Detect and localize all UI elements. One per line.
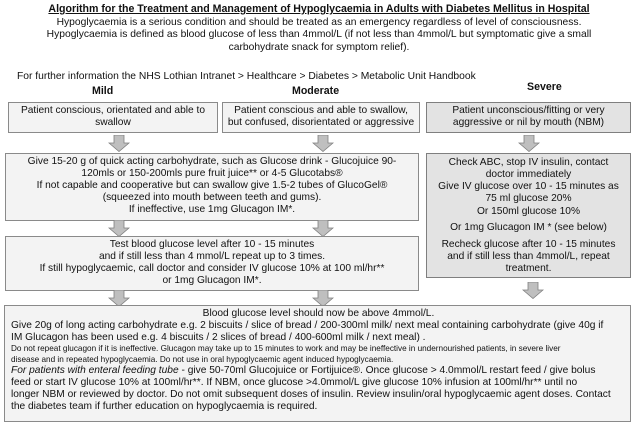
- box-line: (squeezed into mouth between teeth and g…: [102, 192, 322, 204]
- box-line: If not capable and cooperative but can s…: [36, 180, 388, 192]
- follow-up-line: Blood glucose level should now be above …: [202, 308, 435, 319]
- box-line: Patient conscious and able to swallow,: [234, 105, 408, 116]
- flow-arrow-icon: [108, 220, 130, 237]
- enteral-heading: For patients with enteral feeding tube: [11, 365, 179, 377]
- follow-up-line: longer NBM or reviewed by doctor. Do not…: [11, 389, 611, 401]
- flow-arrow-icon: [312, 220, 334, 237]
- follow-up-line: feed or start IV glucose 10% at 100ml/hr…: [11, 377, 578, 389]
- moderate-presentation-box: Patient conscious and able to swallow, b…: [222, 102, 420, 133]
- glucagon-note: disease and in repeated hypoglycaemia. D…: [11, 354, 394, 364]
- box-line: doctor immediately: [485, 169, 572, 181]
- flow-arrow-icon: [108, 135, 130, 152]
- intro-line: Hypoglycaemia is defined as blood glucos…: [46, 29, 592, 41]
- enteral-line: For patients with enteral feeding tube -…: [11, 365, 626, 377]
- box-line: swallow: [95, 117, 131, 129]
- mild-presentation-box: Patient conscious, orientated and able t…: [8, 102, 218, 133]
- box-line: Give IV glucose over 10 - 15 minutes as: [438, 181, 619, 193]
- flow-arrow-icon: [108, 290, 130, 307]
- column-label-moderate: Moderate: [292, 85, 340, 97]
- box-line: Give 15-20 g of quick acting carbohydrat…: [27, 156, 397, 167]
- box-line: and if still less than 4mmol/L, repeat: [447, 250, 610, 262]
- follow-up-box: Blood glucose level should now be above …: [4, 305, 631, 422]
- box-line: Check ABC, stop IV insulin, contact: [448, 157, 609, 168]
- severe-treatment-box: Check ABC, stop IV insulin, contact doct…: [426, 153, 631, 278]
- box-line: aggressive or nil by mouth (NBM): [452, 117, 605, 129]
- enteral-text: - give 50-70ml Glucojuice or Fortijuice®…: [178, 365, 596, 377]
- box-line: Patient conscious, orientated and able t…: [20, 105, 206, 116]
- box-line: 75 ml glucose 20%: [485, 193, 572, 205]
- column-label-mild: Mild: [92, 85, 114, 97]
- follow-up-line: IM Glucagon has been used e.g. 4 biscuit…: [11, 332, 426, 344]
- quick-carbohydrate-box: Give 15-20 g of quick acting carbohydrat…: [5, 153, 419, 221]
- box-line: Recheck glucose after 10 - 15 minutes: [441, 238, 616, 250]
- box-line: treatment.: [505, 262, 552, 274]
- flow-arrow-icon: [518, 135, 540, 152]
- box-line: If ineffective, use 1mg Glucagon IM*.: [128, 204, 296, 216]
- flow-arrow-icon: [312, 290, 334, 307]
- intro-text: Hypoglycaemia is a serious condition and…: [10, 17, 628, 54]
- follow-up-line: Give 20g of long acting carbohydrate e.g…: [11, 320, 604, 332]
- flow-arrow-icon: [312, 135, 334, 152]
- follow-up-line: the diabetes team if further education o…: [11, 401, 318, 413]
- flow-arrow-icon: [522, 282, 544, 299]
- intro-line: carbohydrate snack for symptom relief).: [228, 41, 410, 53]
- further-info: For further information the NHS Lothian …: [17, 71, 476, 82]
- box-line: Or 1mg Glucagon IM * (see below): [450, 222, 607, 234]
- severe-presentation-box: Patient unconscious/fitting or very aggr…: [426, 102, 631, 133]
- box-line: and if still less than 4 mmol/L repeat u…: [98, 251, 326, 263]
- box-line: 120mls or 150-200mls pure fruit juice** …: [81, 168, 343, 180]
- box-line: or 1mg Glucagon IM*.: [162, 275, 262, 287]
- box-line: Or 150ml glucose 10%: [476, 206, 581, 218]
- retest-box: Test blood glucose level after 10 - 15 m…: [5, 236, 419, 291]
- box-line: Test blood glucose level after 10 - 15 m…: [109, 239, 315, 250]
- box-line: Patient unconscious/fitting or very: [452, 105, 605, 116]
- glucagon-note: Do not repeat glucagon if it is ineffect…: [11, 344, 561, 354]
- column-label-severe: Severe: [527, 81, 562, 93]
- page-title: Algorithm for the Treatment and Manageme…: [48, 3, 590, 15]
- box-line: but confused, disorientated or aggressiv…: [227, 117, 415, 129]
- intro-line: Hypoglycaemia is a serious condition and…: [56, 17, 582, 28]
- box-line: If still hypoglycaemic, call doctor and …: [39, 263, 385, 275]
